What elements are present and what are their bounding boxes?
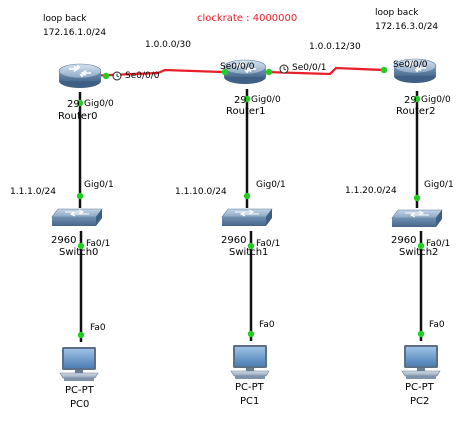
router0-name[interactable]: Router0 <box>58 111 98 122</box>
link2-network-label: 1.0.0.12/30 <box>309 42 361 52</box>
pc0-port-label: Fa0 <box>90 323 106 333</box>
pc0-type-label: PC-PT <box>65 385 94 396</box>
switch2-uplink-port-label: Gig0/1 <box>424 180 454 190</box>
serial-link-router1-router2 <box>265 66 385 76</box>
router0-serial-port-label: Se0/0/0 <box>125 71 160 81</box>
port-status-sw1-gig <box>243 192 251 200</box>
port-status-r1-se1 <box>265 68 273 76</box>
loopback-left-net: 172.16.1.0/24 <box>43 27 107 39</box>
pc0-name[interactable]: PC0 <box>70 399 90 410</box>
pc2-icon <box>401 344 441 380</box>
switch1-name[interactable]: Switch1 <box>229 247 269 258</box>
switch1-pc-port-label: Fa0/1 <box>256 239 281 249</box>
loopback-left-title: loop back <box>43 13 87 25</box>
switch2-name[interactable]: Switch2 <box>399 247 439 258</box>
router1-serial-port-right-label: Se0/0/1 <box>292 63 327 73</box>
pc1-icon <box>230 344 270 380</box>
port-status-r2-se <box>380 66 388 74</box>
port-status-pc0-fa <box>77 331 85 339</box>
switch2-icon <box>391 209 443 228</box>
port-status-sw0-gig <box>76 192 84 200</box>
port-status-r0-se <box>102 72 110 80</box>
port-status-sw0-fa <box>77 242 85 250</box>
port-status-r2-gig <box>413 95 421 103</box>
clockrate-note: clockrate : 4000000 <box>197 13 298 24</box>
loopback-right-net: 172.16.3.0/24 <box>375 21 439 33</box>
lan0-network-label: 1.1.1.0/24 <box>10 187 56 197</box>
serial-link-router0-router1 <box>86 68 223 78</box>
router1-name[interactable]: Router1 <box>226 106 266 117</box>
pc1-port-label: Fa0 <box>259 320 275 330</box>
router0-gig-port-label: Gig0/0 <box>84 99 114 109</box>
router1-model-label: 29 <box>234 95 247 106</box>
port-status-pc1-fa <box>247 330 255 338</box>
pc2-type-label: PC-PT <box>405 382 434 393</box>
pc1-type-label: PC-PT <box>235 382 264 393</box>
router2-model-label: 29 <box>404 95 417 106</box>
switch0-uplink-port-label: Gig0/1 <box>84 180 114 190</box>
dce-clock-icon-router1 <box>279 64 289 74</box>
pc2-port-label: Fa0 <box>429 320 445 330</box>
router0-icon <box>58 63 102 89</box>
router2-gig-port-label: Gig0/0 <box>421 95 451 105</box>
router2-serial-port-label: Se0/0/0 <box>393 60 428 70</box>
switch2-model-label: 2960 <box>391 235 417 246</box>
pc0-icon <box>59 346 99 382</box>
port-status-r0-gig <box>76 99 84 107</box>
port-status-sw2-gig <box>413 194 421 202</box>
port-status-sw1-fa <box>247 242 255 250</box>
switch0-icon <box>51 208 103 227</box>
port-status-pc2-fa <box>417 330 425 338</box>
router1-serial-port-left-label: Se0/0/0 <box>220 62 255 72</box>
lan1-network-label: 1.1.10.0/24 <box>175 187 227 197</box>
port-status-r1-gig <box>243 95 251 103</box>
switch1-uplink-port-label: Gig0/1 <box>256 180 286 190</box>
switch2-pc-port-label: Fa0/1 <box>426 239 451 249</box>
pc1-name[interactable]: PC1 <box>240 396 260 407</box>
switch0-model-label: 2960 <box>51 235 77 246</box>
switch0-pc-port-label: Fa0/1 <box>86 239 111 249</box>
switch0-name[interactable]: Switch0 <box>59 247 99 258</box>
dce-clock-icon-router0 <box>112 71 122 81</box>
loopback-right-title: loop back <box>375 7 419 19</box>
port-status-r1-se0 <box>221 68 229 76</box>
router1-gig-port-label: Gig0/0 <box>251 95 281 105</box>
switch1-icon <box>221 208 273 227</box>
pc2-name[interactable]: PC2 <box>410 396 430 407</box>
router0-model-label: 29 <box>67 99 80 110</box>
port-status-sw2-fa <box>417 242 425 250</box>
switch1-model-label: 2960 <box>221 235 247 246</box>
link1-network-label: 1.0.0.0/30 <box>145 40 191 50</box>
router2-name[interactable]: Router2 <box>396 106 436 117</box>
lan2-network-label: 1.1.20.0/24 <box>345 186 397 196</box>
